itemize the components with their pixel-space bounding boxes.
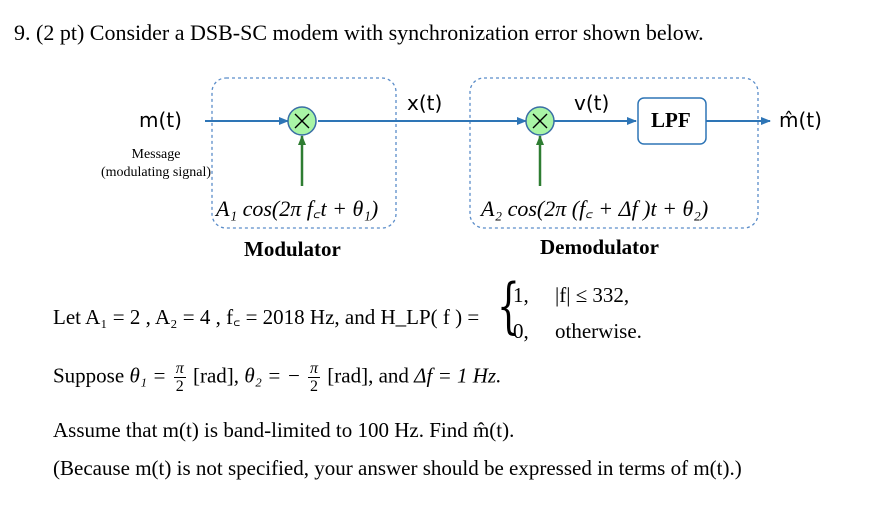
theta2-label: θ₂ = − xyxy=(244,363,301,388)
modulator-multiplier xyxy=(287,106,317,136)
output-signal-label: m̂(t) xyxy=(779,108,822,132)
assume-line: Assume that m(t) is band-limited to 100 … xyxy=(53,418,515,442)
demodulator-box xyxy=(469,77,759,229)
theta1-unit: [rad], xyxy=(193,363,240,388)
question-number: 9. xyxy=(14,20,31,45)
suppose-line: Suppose θ₁ = π 2 [rad], θ₂ = − π 2 [rad]… xyxy=(53,360,501,395)
theta2-numerator: π xyxy=(308,360,321,378)
delta-f: Δf = 1 Hz. xyxy=(414,363,502,388)
question-points: (2 pt) xyxy=(36,20,85,45)
question-prompt: Consider a DSB-SC modem with synchroniza… xyxy=(89,20,704,45)
message-caption: Message (modulating signal) xyxy=(98,146,214,182)
lpf-box xyxy=(637,97,707,145)
let-line: Let A₁ = 2 , A₂ = 4 , f꜀ = 2018 Hz, and … xyxy=(53,305,480,329)
theta2-denominator: 2 xyxy=(310,378,319,395)
theta1-numerator: π xyxy=(173,360,186,378)
theta1-fraction: π 2 xyxy=(173,360,186,395)
theta2-fraction: π 2 xyxy=(308,360,321,395)
case2-value: 0, xyxy=(513,319,529,343)
theta1-label: θ₁ = xyxy=(129,363,167,388)
case1-condition: |f| ≤ 332, xyxy=(555,283,630,307)
theta2-unit: [rad], and xyxy=(327,363,409,388)
product-signal-label: v(t) xyxy=(574,91,610,115)
transmitted-signal-label: x(t) xyxy=(407,91,443,115)
because-line: (Because m(t) is not specified, your ans… xyxy=(53,456,742,480)
modulator-label: Modulator xyxy=(244,237,341,261)
theta1-denominator: 2 xyxy=(175,378,184,395)
modulator-carrier-label: A₁ cos(2π f꜀t + θ₁) xyxy=(216,196,379,221)
cases-brace: { xyxy=(497,271,520,341)
demodulator-label: Demodulator xyxy=(540,235,659,259)
question-title: 9. (2 pt) Consider a DSB-SC modem with s… xyxy=(14,20,704,46)
lpf-label: LPF xyxy=(651,108,691,132)
modulator-box xyxy=(211,77,397,229)
input-signal-label: m(t) xyxy=(139,108,182,132)
demodulator-carrier-label: A₂ cos(2π (f꜀ + Δf )t + θ₂) xyxy=(481,196,709,221)
suppose-prefix: Suppose xyxy=(53,363,125,388)
demodulator-multiplier xyxy=(525,106,555,136)
case1-value: 1, xyxy=(513,283,529,307)
message-caption-line1: Message xyxy=(131,147,181,162)
case2-condition: otherwise. xyxy=(555,319,642,343)
message-caption-line2: (modulating signal) xyxy=(100,165,212,180)
